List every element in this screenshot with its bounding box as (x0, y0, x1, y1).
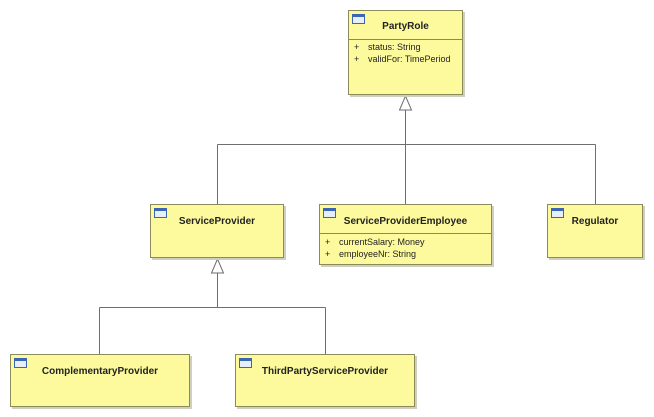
attribute-row: + validFor: TimePeriod (354, 53, 458, 65)
attribute-text: status: String (368, 42, 421, 52)
attribute-list: + status: String + validFor: TimePeriod (354, 41, 458, 65)
attribute-visibility: + (325, 249, 331, 259)
attribute-visibility: + (354, 42, 360, 52)
class-name: Regulator (571, 216, 619, 227)
class-icon (239, 358, 252, 368)
attribute-text: validFor: TimePeriod (368, 54, 451, 64)
attribute-row: + currentSalary: Money (325, 236, 487, 248)
generalization-arrowhead-partyrole (398, 94, 413, 111)
class-name: ServiceProvider (178, 216, 256, 227)
class-name: ComplementaryProvider (41, 366, 159, 377)
class-name: ServiceProviderEmployee (343, 216, 468, 227)
class-icon (154, 208, 167, 218)
attribute-text: employeeNr: String (339, 249, 417, 259)
attribute-list: + currentSalary: Money + employeeNr: Str… (325, 236, 487, 260)
class-icon (14, 358, 27, 368)
generalization-arrowhead-serviceprovider (210, 257, 225, 274)
class-icon (352, 14, 365, 24)
attribute-row: + employeeNr: String (325, 248, 487, 260)
class-divider (349, 39, 462, 40)
class-name: ThirdPartyServiceProvider (261, 366, 389, 377)
attribute-row: + status: String (354, 41, 458, 53)
class-icon (551, 208, 564, 218)
attribute-text: currentSalary: Money (339, 237, 425, 247)
class-serviceprovideremployee[interactable]: ServiceProviderEmployee + currentSalary:… (319, 204, 492, 265)
attribute-visibility: + (325, 237, 331, 247)
attribute-visibility: + (354, 54, 360, 64)
class-regulator[interactable]: Regulator (547, 204, 643, 258)
class-icon (323, 208, 336, 218)
class-serviceprovider[interactable]: ServiceProvider (150, 204, 284, 258)
class-complementaryprovider[interactable]: ComplementaryProvider (10, 354, 190, 407)
class-thirdpartyserviceprovider[interactable]: ThirdPartyServiceProvider (235, 354, 415, 407)
class-partyrole[interactable]: PartyRole + status: String + validFor: T… (348, 10, 463, 95)
class-name: PartyRole (382, 21, 429, 32)
class-divider (320, 233, 491, 234)
